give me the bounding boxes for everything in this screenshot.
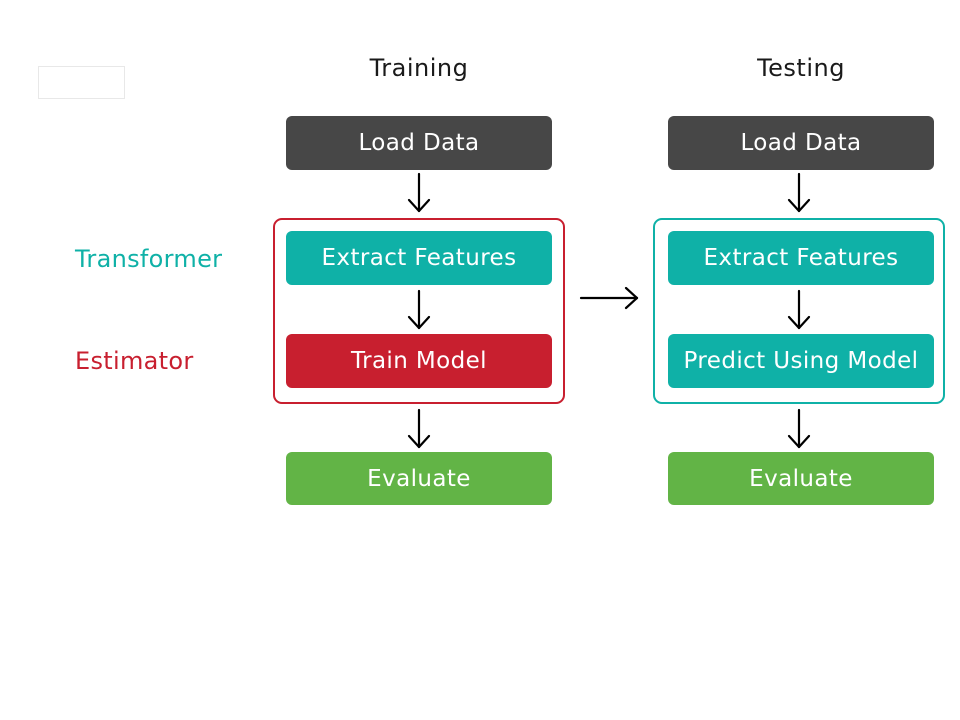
testing-pipeline-group [653, 218, 945, 404]
testing-evaluate-box: Evaluate [668, 452, 934, 505]
testing-extract-features-box: Extract Features [668, 231, 934, 285]
training-load-data-box: Load Data [286, 116, 552, 170]
training-evaluate-box: Evaluate [286, 452, 552, 505]
testing-heading: Testing [757, 54, 845, 82]
transformer-label: Transformer [75, 245, 223, 273]
training-extract-features-box: Extract Features [286, 231, 552, 285]
arrow-down-icon [787, 172, 811, 213]
training-train-model-box: Train Model [286, 334, 552, 388]
arrow-down-icon [407, 172, 431, 213]
training-heading: Training [369, 54, 469, 82]
arrow-down-icon [407, 289, 431, 330]
arrow-down-icon [787, 289, 811, 330]
arrow-down-icon [407, 408, 431, 449]
blank-placeholder [38, 66, 125, 99]
arrow-right-icon [579, 286, 639, 310]
testing-load-data-box: Load Data [668, 116, 934, 170]
training-pipeline-group [273, 218, 565, 404]
testing-predict-model-box: Predict Using Model [668, 334, 934, 388]
arrow-down-icon [787, 408, 811, 449]
estimator-label: Estimator [75, 347, 194, 375]
